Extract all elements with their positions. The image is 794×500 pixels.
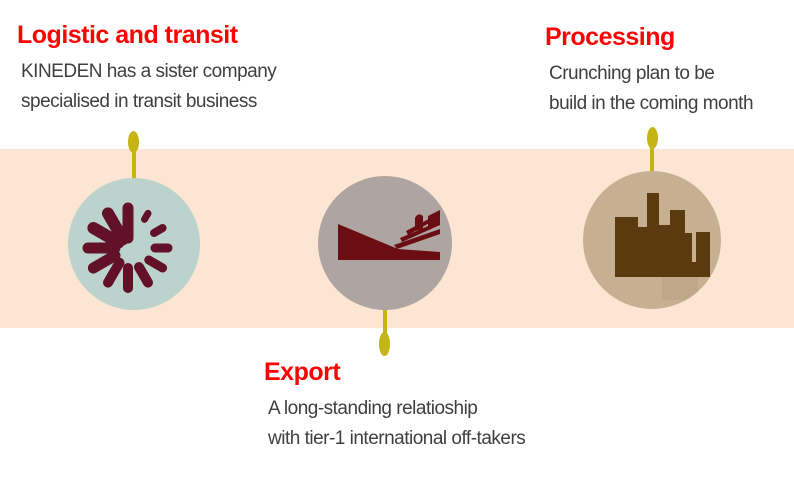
section-logistic-title: Logistic and transit — [17, 21, 238, 49]
pin-marker-icon — [379, 332, 390, 356]
section-processing-text-block: Processing Crunching plan to be build in… — [545, 23, 754, 119]
factory-base-shadow — [662, 277, 698, 300]
section-logistic-line-1: KINEDEN has a sister company — [21, 61, 277, 82]
section-logistic-text-block: Logistic and transit KINEDEN has a siste… — [17, 21, 277, 117]
section-logistic-line-2: specialised in transit business — [21, 91, 257, 112]
factory-icon — [615, 193, 710, 300]
pin-marker-icon — [647, 127, 658, 149]
pin-stem — [132, 148, 136, 179]
processing-circle — [583, 171, 721, 309]
section-export-line-2: with tier-1 international off-takers — [268, 428, 526, 449]
section-export-title: Export — [264, 358, 341, 386]
section-processing-line-2: build in the coming month — [549, 93, 754, 114]
ship-icon — [338, 210, 440, 260]
export-circle — [318, 176, 452, 310]
pin-marker-icon — [128, 131, 139, 153]
section-processing-title: Processing — [545, 23, 675, 51]
spiral-icon — [82, 202, 173, 293]
pin-stem — [650, 143, 654, 173]
logistic-circle — [68, 178, 200, 310]
section-export-text-block: Export A long-standing relatioship with … — [264, 358, 526, 454]
section-export-line-1: A long-standing relatioship — [268, 398, 478, 419]
section-processing-line-1: Crunching plan to be — [549, 63, 715, 84]
pin-stem — [383, 309, 387, 336]
